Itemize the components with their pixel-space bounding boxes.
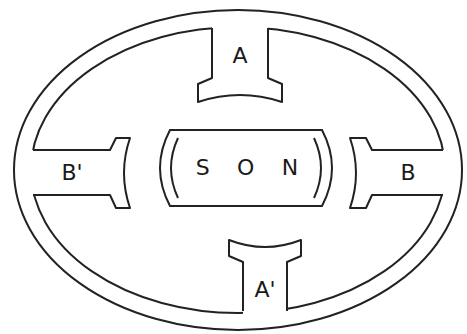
pole-label: O [237,156,254,180]
rotor-poles: SON [182,150,312,186]
pole-label: S [196,156,210,180]
pole-label: A' [254,278,275,302]
pole-fill [229,240,301,322]
pole-b [350,138,443,208]
pole-b-prime [33,138,130,208]
rotor-pole-face [171,138,178,198]
stator-pole: A [214,38,266,74]
stator-pole: B [376,156,440,190]
pole-a-prime [229,240,301,311]
rotor [160,130,332,206]
stator-pole: B' [40,156,104,190]
pole-label: B [400,161,415,185]
pole-label: A [232,44,247,68]
pole-a [198,28,282,102]
rotor-pole-face [314,138,321,198]
pole-label: B' [61,161,82,185]
pole-fill [198,22,282,102]
pole-fill [22,138,130,208]
stator-outer [14,10,462,330]
stator-pole: A' [245,272,285,308]
pole-label: N [282,156,298,180]
pole-fill [350,138,456,208]
